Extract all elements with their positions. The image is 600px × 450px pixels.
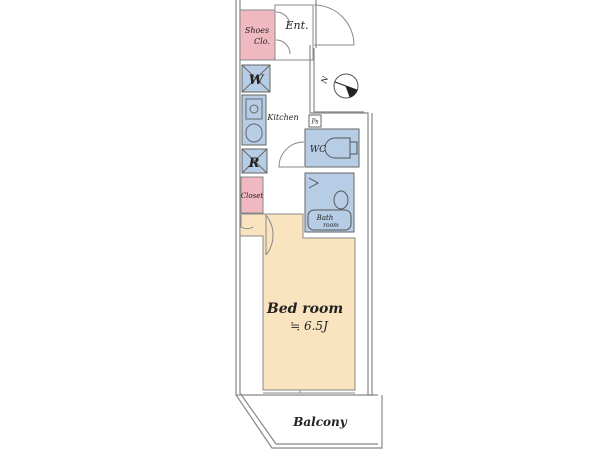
bath-label-2: room	[323, 222, 339, 229]
washer-cross	[241, 64, 271, 93]
refrigerator-label: R	[248, 156, 260, 171]
north-label: N	[319, 74, 331, 86]
bedroom-label: Bed room	[266, 301, 343, 317]
bath-mirror	[308, 177, 320, 189]
washbasin	[333, 190, 349, 210]
refrigerator-cross	[241, 148, 268, 174]
bathtub	[307, 209, 352, 231]
stove	[245, 123, 263, 143]
sink	[245, 98, 263, 120]
closet	[240, 176, 264, 214]
bedroom-size: ≒ 6.5J	[290, 319, 329, 333]
wc-door	[278, 141, 305, 168]
bedroom-doors	[240, 214, 274, 256]
wc-label: WC	[310, 145, 326, 155]
washer-label: W	[249, 73, 265, 88]
entrance-door	[313, 4, 355, 46]
kitchen-label: Kitchen	[266, 113, 298, 122]
bathroom	[304, 172, 355, 233]
shoes-closet-label-2: Clo.	[254, 37, 270, 46]
entrance-label: Ent.	[284, 19, 308, 32]
balcony-window	[263, 389, 355, 394]
compass: N	[319, 73, 359, 99]
sink-drain	[249, 104, 259, 114]
closet-door	[275, 11, 291, 55]
pipe-space-label: Ps	[311, 119, 319, 126]
closet-label: Closet	[241, 192, 264, 200]
shoes-closet-label: Shoes	[245, 26, 269, 35]
shoes-closet	[239, 9, 276, 61]
bath-label: Bath	[316, 214, 334, 222]
walls	[235, 0, 383, 449]
toilet	[324, 137, 358, 159]
balcony-label: Balcony	[292, 415, 348, 429]
pipe-space	[308, 114, 322, 128]
entrance	[274, 4, 314, 61]
